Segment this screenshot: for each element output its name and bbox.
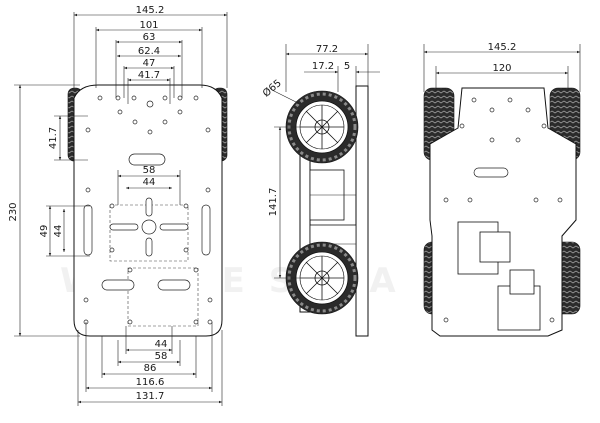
dim-bottom-116-6: 116.6 bbox=[136, 377, 165, 388]
side-wheel-front bbox=[285, 90, 359, 164]
side-upper-plate bbox=[355, 85, 369, 337]
top-center-hole bbox=[141, 219, 157, 235]
top-slot-left bbox=[101, 279, 135, 291]
cross-slot-bottom bbox=[145, 237, 153, 257]
dim-top-62-4: 62.4 bbox=[138, 46, 160, 57]
dim-top-63: 63 bbox=[143, 32, 156, 43]
dim-top-side-49: 49 bbox=[39, 225, 50, 238]
bottom-view: 145.2 120 bbox=[423, 42, 581, 337]
dim-top-overall-width: 145.2 bbox=[136, 5, 165, 16]
top-dashed-rect-2 bbox=[127, 267, 199, 327]
dim-top-101: 101 bbox=[139, 20, 158, 31]
dim-side-wheel-diameter: Ø65 bbox=[260, 77, 284, 99]
cross-slot-left bbox=[109, 223, 139, 231]
dim-side-77-2: 77.2 bbox=[316, 44, 338, 55]
dim-side-5: 5 bbox=[344, 61, 350, 72]
top-vertical-slot-right bbox=[201, 204, 211, 256]
dim-side-wheelbase: 141.7 bbox=[268, 188, 279, 217]
dim-top-slot-44: 44 bbox=[143, 177, 156, 188]
dim-bottom-86: 86 bbox=[144, 363, 157, 374]
dim-bottom-58: 58 bbox=[155, 351, 168, 362]
dim-bottom-131-7: 131.7 bbox=[136, 391, 165, 402]
top-vertical-slot-left bbox=[83, 204, 93, 256]
top-view: 145.2 101 63 62.4 47 41.7 230 41.7 49 bbox=[8, 5, 228, 406]
top-hole-grid bbox=[83, 95, 213, 325]
dim-bottom-plate-width: 120 bbox=[492, 63, 511, 74]
top-slot-right bbox=[157, 279, 191, 291]
top-dashed-rect bbox=[109, 204, 189, 262]
dim-top-side-41-7: 41.7 bbox=[48, 127, 59, 149]
dim-top-41-7: 41.7 bbox=[138, 70, 160, 81]
dim-top-overall-length: 230 bbox=[8, 202, 19, 221]
cross-slot-right bbox=[159, 223, 189, 231]
dim-bottom-overall-width: 145.2 bbox=[488, 42, 517, 53]
bottom-slot bbox=[473, 167, 509, 178]
dim-side-17-2: 17.2 bbox=[312, 61, 334, 72]
dim-top-side-44: 44 bbox=[53, 225, 64, 238]
cross-slot-top bbox=[145, 197, 153, 217]
side-wheel-rear bbox=[285, 241, 359, 315]
top-center-slot bbox=[128, 153, 166, 166]
dim-bottom-44: 44 bbox=[155, 339, 168, 350]
bottom-hole-grid bbox=[443, 97, 563, 323]
dim-top-47: 47 bbox=[143, 58, 156, 69]
dim-top-slot-58: 58 bbox=[143, 165, 156, 176]
